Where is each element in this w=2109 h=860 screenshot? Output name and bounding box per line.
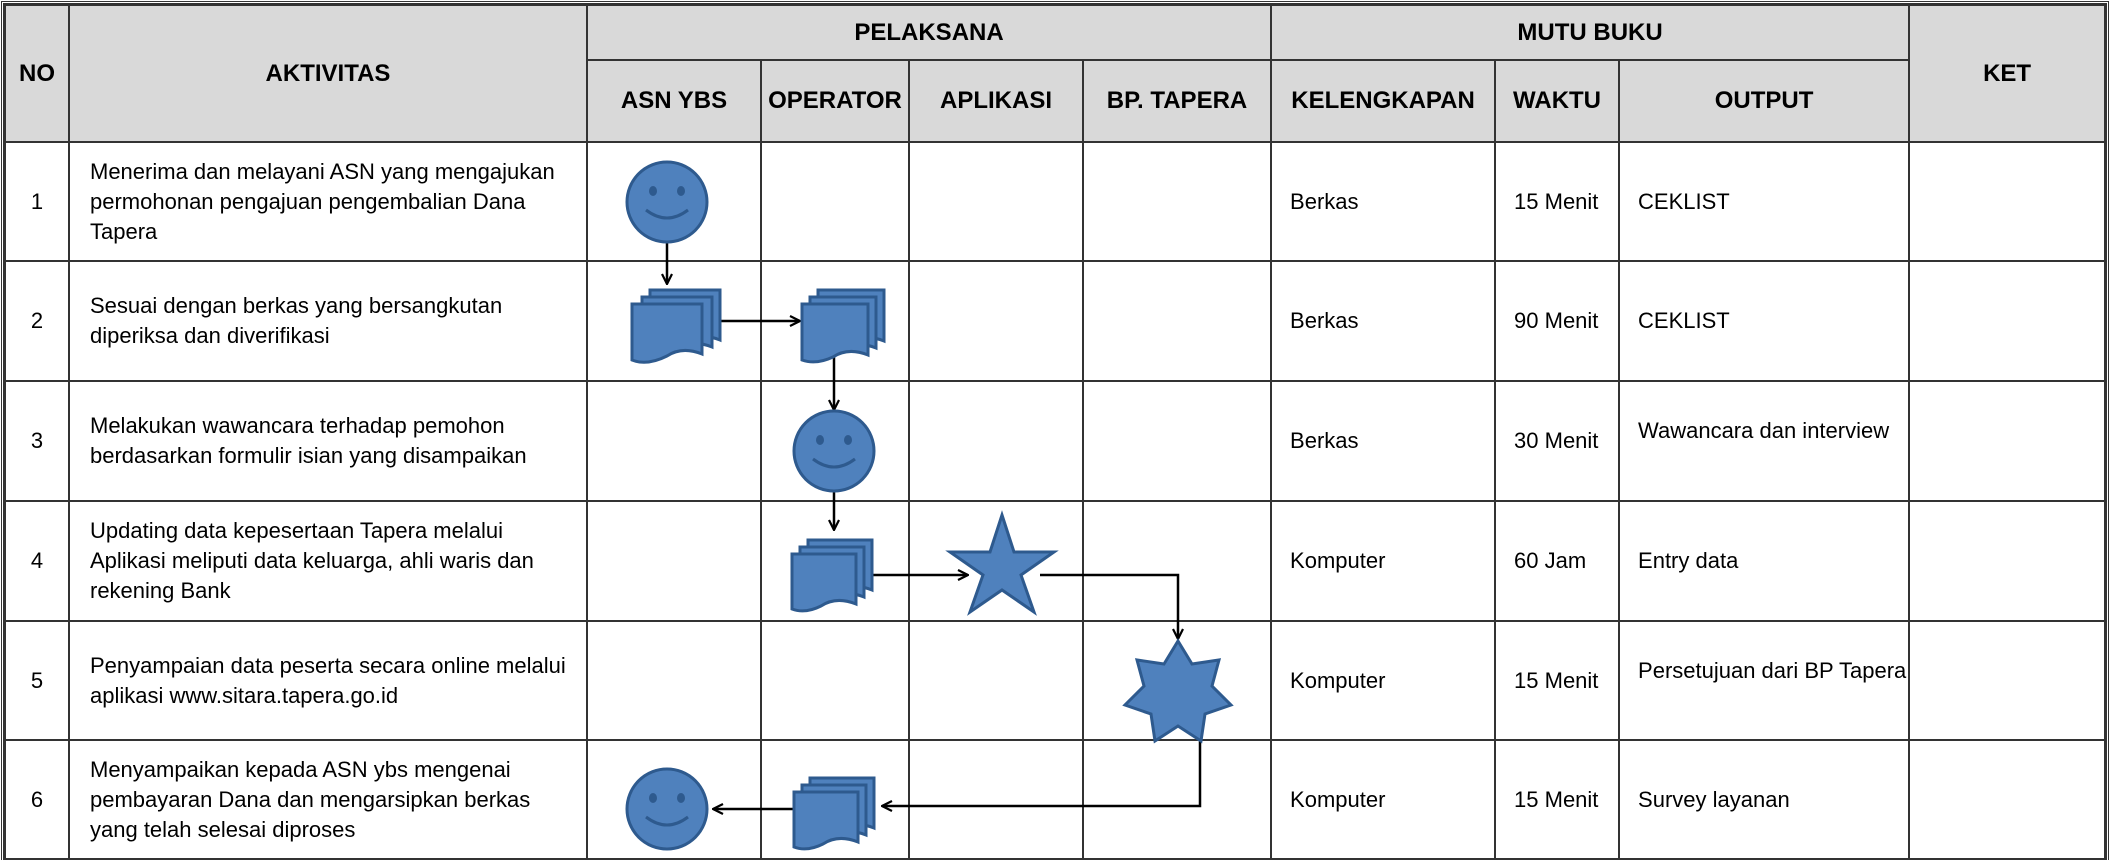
row-no: 5 (4, 620, 70, 741)
row-kelengkapan: Komputer (1270, 620, 1497, 741)
row-ket (1908, 141, 2107, 262)
row-no: 4 (4, 500, 70, 622)
row-ket (1908, 260, 2107, 382)
cell-bp-tapera (1081, 500, 1273, 622)
cell-asn-ybs (586, 260, 762, 382)
table-row: 2 Sesuai dengan berkas yang bersangkutan… (4, 260, 2107, 382)
row-waktu: 30 Menit (1494, 380, 1621, 502)
header-aplikasi: APLIKASI (908, 59, 1084, 143)
cell-bp-tapera (1081, 380, 1273, 502)
cell-asn-ybs (586, 620, 762, 741)
row-no: 2 (4, 260, 70, 382)
row-ket (1908, 739, 2107, 860)
cell-operator (760, 260, 910, 382)
cell-aplikasi (908, 380, 1084, 502)
header-asn-ybs: ASN YBS (586, 59, 762, 143)
row-no: 6 (4, 739, 70, 860)
header-mutu-buku: MUTU BUKU (1270, 4, 1911, 61)
cell-operator (760, 739, 910, 860)
cell-aplikasi (908, 739, 1084, 860)
table-row: 6 Menyampaikan kepada ASN ybs mengenai p… (4, 739, 2107, 860)
cell-aplikasi (908, 500, 1084, 622)
cell-asn-ybs (586, 380, 762, 502)
row-kelengkapan: Berkas (1270, 141, 1497, 262)
cell-aplikasi (908, 620, 1084, 741)
table-row: 1 Menerima dan melayani ASN yang mengaju… (4, 141, 2107, 262)
table-row: 4 Updating data kepesertaan Tapera melal… (4, 500, 2107, 622)
cell-operator (760, 500, 910, 622)
row-output: Survey layanan (1618, 739, 1911, 860)
row-output: CEKLIST (1618, 260, 1911, 382)
cell-bp-tapera (1081, 739, 1273, 860)
row-waktu: 60 Jam (1494, 500, 1621, 622)
row-aktivitas: Menerima dan melayani ASN yang mengajuka… (68, 141, 588, 262)
row-output: Entry data (1618, 500, 1911, 622)
cell-asn-ybs (586, 739, 762, 860)
cell-asn-ybs (586, 141, 762, 262)
header-ket: KET (1908, 4, 2107, 143)
row-aktivitas: Penyampaian data peserta secara online m… (68, 620, 588, 741)
row-aktivitas: Sesuai dengan berkas yang bersangkutan d… (68, 260, 588, 382)
cell-operator (760, 620, 910, 741)
row-aktivitas: Updating data kepesertaan Tapera melalui… (68, 500, 588, 622)
table-row: 3 Melakukan wawancara terhadap pemohon b… (4, 380, 2107, 502)
row-kelengkapan: Berkas (1270, 260, 1497, 382)
row-kelengkapan: Komputer (1270, 739, 1497, 860)
row-ket (1908, 380, 2107, 502)
cell-aplikasi (908, 141, 1084, 262)
row-waktu: 15 Menit (1494, 739, 1621, 860)
header-waktu: WAKTU (1494, 59, 1621, 143)
header-aktivitas: AKTIVITAS (68, 4, 588, 143)
cell-operator (760, 380, 910, 502)
header-no: NO (4, 4, 70, 143)
row-aktivitas: Melakukan wawancara terhadap pemohon ber… (68, 380, 588, 502)
table-row: 5 Penyampaian data peserta secara online… (4, 620, 2107, 741)
header-pelaksana: PELAKSANA (585, 4, 1273, 61)
header-operator: OPERATOR (760, 59, 910, 143)
row-waktu: 90 Menit (1494, 260, 1621, 382)
row-output: Wawancara dan interview (1618, 380, 1911, 502)
header-bp-tapera: BP. TAPERA (1081, 59, 1273, 143)
row-no: 3 (4, 380, 70, 502)
cell-operator (760, 141, 910, 262)
cell-bp-tapera (1081, 620, 1273, 741)
row-no: 1 (4, 141, 70, 262)
row-ket (1908, 500, 2107, 622)
header-output: OUTPUT (1618, 59, 1911, 143)
cell-bp-tapera (1081, 141, 1273, 262)
row-waktu: 15 Menit (1494, 141, 1621, 262)
cell-bp-tapera (1081, 260, 1273, 382)
row-aktivitas: Menyampaikan kepada ASN ybs mengenai pem… (68, 739, 588, 860)
row-waktu: 15 Menit (1494, 620, 1621, 741)
row-kelengkapan: Komputer (1270, 500, 1497, 622)
cell-aplikasi (908, 260, 1084, 382)
cell-asn-ybs (586, 500, 762, 622)
row-ket (1908, 620, 2107, 741)
row-output: CEKLIST (1618, 141, 1911, 262)
row-kelengkapan: Berkas (1270, 380, 1497, 502)
header-kelengkapan: KELENGKAPAN (1270, 59, 1497, 143)
row-output: Persetujuan dari BP Tapera (1618, 620, 1911, 741)
